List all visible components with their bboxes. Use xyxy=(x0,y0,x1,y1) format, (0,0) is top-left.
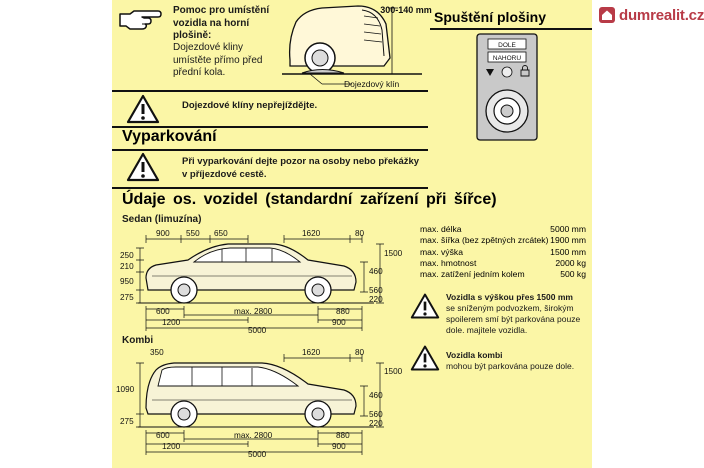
sedan-dim-right: 560 xyxy=(369,286,383,295)
sedan-dim-right: 460 xyxy=(369,267,383,276)
note-body: mohou být parkována pouze dole. xyxy=(446,361,575,371)
sedan-dim-bottom: max. 2800 xyxy=(234,307,273,316)
sedan-title: Sedan (limuzína) xyxy=(122,214,202,225)
sedan-dim-top: 1620 xyxy=(302,229,321,238)
sedan-dim-left: 210 xyxy=(120,262,134,271)
button-up-label[interactable]: NAHORU xyxy=(493,55,521,62)
kombi-dim-left: 1090 xyxy=(116,385,135,394)
wedge-label: Dojezdový klín xyxy=(344,79,400,89)
sedan-diagram: 900 550 650 1620 80 250 210 950 275 1500… xyxy=(120,229,403,335)
kombi-diagram: 350 1620 80 1090 275 1500 460 560 220 60… xyxy=(116,348,403,459)
spec-value: 2000 kg xyxy=(555,257,586,268)
sedan-dim-top: 550 xyxy=(186,229,200,238)
sedan-dim-left: 275 xyxy=(120,293,134,302)
kombi-dim-bottom: 1200 xyxy=(162,442,181,451)
warning-triangle-icon xyxy=(410,293,440,319)
spec-label: max. šířka (bez zpětných zrcátek) xyxy=(420,235,549,246)
spec-value: 1900 mm xyxy=(550,235,586,246)
house-icon xyxy=(599,7,615,23)
sedan-dim-top: 80 xyxy=(355,229,365,238)
sedan-dim-right: 1500 xyxy=(384,249,403,258)
divider xyxy=(112,126,428,128)
warning-triangle-icon xyxy=(126,152,160,182)
sedan-dim-left: 250 xyxy=(120,251,134,260)
control-box: DOLE NAHORU xyxy=(476,33,538,141)
spec-row: max. šířka (bez zpětných zrcátek)1900 mm xyxy=(412,235,592,246)
specs-table: max. délka 5000 mm max. šířka (bez zpětný… xyxy=(412,224,592,280)
spec-value: 5000 mm xyxy=(550,224,586,234)
spec-label: max. zatížení jedním kolem xyxy=(420,269,525,280)
panel-underline xyxy=(430,28,592,30)
kombi-title: Kombi xyxy=(122,335,154,346)
top-title: Pomoc pro umístění vozidla na horní ploš… xyxy=(173,5,270,41)
sedan-dim-top: 900 xyxy=(156,229,170,238)
panel-title: Spuštění plošiny xyxy=(434,9,547,25)
kombi-dim-top: 1620 xyxy=(302,348,321,357)
kombi-dim-bottom: 900 xyxy=(332,442,346,451)
sedan-dim-bottom: 1200 xyxy=(162,318,181,327)
kombi-dim-bottom: max. 2800 xyxy=(234,431,273,440)
kombi-dim-right: 560 xyxy=(369,410,383,419)
top-body: Dojezdové kliny umístěte přímo před před… xyxy=(173,42,263,78)
kombi-dim-bottom: 880 xyxy=(336,431,350,440)
brand-name: dumrealit.cz xyxy=(619,6,704,24)
lock-icon xyxy=(520,65,530,77)
spec-label: max. hmotnost xyxy=(420,257,477,268)
divider xyxy=(112,90,428,92)
note-body: se sníženým podvozkem, širokým spoilerem… xyxy=(446,303,581,335)
height-label: 300-140 mm xyxy=(380,5,432,15)
spec-row: max. zatížení jedním kolem 500 kg xyxy=(412,269,592,280)
note-2: Vozidla kombi mohou být parkována pouze … xyxy=(446,350,588,372)
spec-row: max. výška 1500 mm xyxy=(412,247,592,258)
spec-label: max. výška xyxy=(420,246,463,257)
spec-value: 500 kg xyxy=(560,269,586,280)
kombi-dim-left: 275 xyxy=(120,417,134,426)
spec-row: max. délka 5000 mm xyxy=(412,224,592,235)
sedan-dim-top: 650 xyxy=(214,229,228,238)
key-switch xyxy=(501,66,513,78)
down-arrow-icon xyxy=(486,69,494,76)
brand-logo[interactable]: dumrealit.cz xyxy=(598,6,704,24)
section-udaje: Údaje os. vozidel (standardní zařízení p… xyxy=(122,191,497,208)
warning-text-2: Při vyparkování dejte pozor na osoby neb… xyxy=(182,156,420,180)
kombi-dim-top: 350 xyxy=(150,348,164,357)
car-front-diagram: 300-140 mm Dojezdový klín xyxy=(282,5,432,89)
spec-value: 1500 mm xyxy=(550,246,586,257)
sedan-dim-bottom: 600 xyxy=(156,307,170,316)
spec-row: max. hmotnost 2000 kg xyxy=(412,258,592,269)
section-vyparkovani: Vyparkování xyxy=(122,128,217,145)
spec-label: max. délka xyxy=(420,224,462,234)
note-title: Vozidla kombi xyxy=(446,350,503,360)
sedan-dim-left: 950 xyxy=(120,277,134,286)
kombi-dim-bottom: 5000 xyxy=(248,450,267,459)
divider xyxy=(112,187,428,189)
note-1: Vozidla s výškou přes 1500 mm se snížený… xyxy=(446,292,588,336)
divider xyxy=(112,149,428,151)
kombi-dim-bottom: 600 xyxy=(156,431,170,440)
kombi-dim-right: 220 xyxy=(369,419,383,428)
kombi-dim-right: 1500 xyxy=(384,367,403,376)
warning-text-1: Dojezdové klíny nepřejíždějte. xyxy=(182,100,318,111)
button-down-label[interactable]: DOLE xyxy=(498,42,516,49)
sedan-dim-bottom: 900 xyxy=(332,318,346,327)
sedan-dim-bottom: 5000 xyxy=(248,326,267,335)
kombi-dim-top: 80 xyxy=(355,348,365,357)
sedan-dim-bottom: 880 xyxy=(336,307,350,316)
sedan-dim-right: 220 xyxy=(369,295,383,304)
kombi-dim-right: 460 xyxy=(369,391,383,400)
pointing-hand-icon xyxy=(119,10,162,30)
instruction-sheet: Pomoc pro umístění vozidla na horní ploš… xyxy=(112,0,592,468)
warning-triangle-icon xyxy=(410,345,440,371)
warning-triangle-icon xyxy=(126,94,160,124)
note-title: Vozidla s výškou přes 1500 mm xyxy=(446,292,573,302)
